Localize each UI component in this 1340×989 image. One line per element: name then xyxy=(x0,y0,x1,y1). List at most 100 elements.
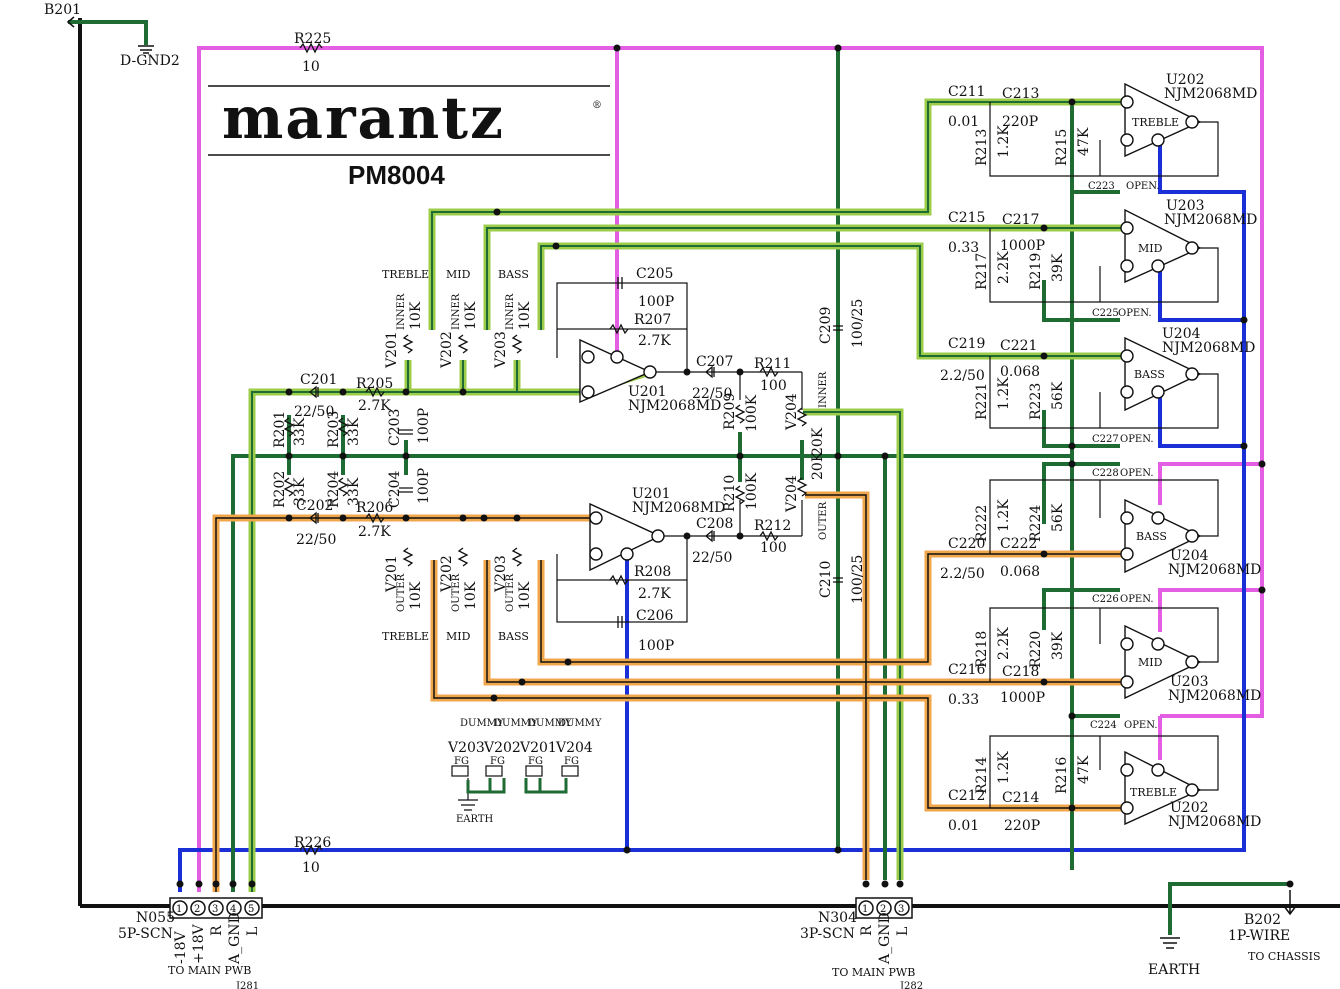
junction-dots xyxy=(176,44,1294,888)
v204-inner-symbol xyxy=(796,407,808,427)
rb3-cxv: OPEN. xyxy=(1120,434,1154,445)
rb6-cx: C224 xyxy=(1090,720,1117,731)
vol-lower-val-3: 10K xyxy=(517,581,533,610)
vol-upper-val-3: 10K xyxy=(517,301,533,330)
rb4-cx: C228 xyxy=(1092,468,1119,479)
r210-label: R210 xyxy=(722,475,738,512)
dummy-labels: DUMMY DUMMY DUMMY DUMMY V203 V202 V201 V… xyxy=(447,718,602,825)
rb5-c2: C218 xyxy=(1002,664,1039,680)
c206-symbol xyxy=(617,616,623,628)
rb6-r1: R214 xyxy=(974,757,990,794)
rb2-r2v: 39K xyxy=(1050,253,1066,282)
dummy-label-1: DUMMY xyxy=(460,718,504,729)
rb4-u: U204 xyxy=(1170,548,1209,564)
dummy-label-2: DUMMY xyxy=(494,718,538,729)
r205-value: 2.7K xyxy=(358,398,391,414)
vol-lower-ref-2: V202 xyxy=(439,555,455,593)
r210-value: 100K xyxy=(744,472,760,510)
r204-label: R204 xyxy=(326,471,342,508)
dgnd2-label: D-GND2 xyxy=(120,53,180,69)
rb5-r1v: 2.2K xyxy=(996,627,1012,660)
r203-symbol xyxy=(337,417,349,437)
rb2-r1v: 2.2K xyxy=(996,251,1012,284)
v204-outer-symbol xyxy=(796,477,808,497)
b202-ref: B202 xyxy=(1244,912,1281,928)
vol-upper-ref-2: V202 xyxy=(439,331,455,369)
c208-value: 22/50 xyxy=(692,550,732,566)
center-labels: C201 22/50 R205 2.7K R201 33K R203 33K C… xyxy=(272,266,866,654)
rb6-part: NJM2068MD xyxy=(1168,814,1261,830)
rb4-c1v: 2.2/50 xyxy=(940,566,985,582)
c208-symbol xyxy=(704,529,715,543)
rb5-part: NJM2068MD xyxy=(1168,688,1261,704)
u201-upper-opamp xyxy=(579,338,657,404)
rb6-c2v: 220P xyxy=(1004,818,1040,834)
r225-label: R225 xyxy=(294,31,331,47)
u201-upper-part: NJM2068MD xyxy=(628,398,721,414)
right-block-4: C220 2.2/50 C222 0.068 R222 1.2K R224 56… xyxy=(940,468,1261,582)
v201-inner-symbol xyxy=(402,334,414,354)
rb3-r1: R221 xyxy=(974,383,990,420)
r211-symbol xyxy=(759,366,779,378)
rb6-r2: R216 xyxy=(1054,757,1070,794)
rb6-c1v: 0.01 xyxy=(948,818,979,834)
c209-label: C209 xyxy=(818,307,834,344)
n304-pin-name-3: L xyxy=(895,927,911,936)
rb4-r1: R222 xyxy=(974,505,990,542)
rb1-r2v: 47K xyxy=(1076,127,1092,156)
n055-dest: TO MAIN PWB xyxy=(168,964,251,977)
r204-value: 33K xyxy=(346,477,362,506)
n304-frag: J282 xyxy=(899,981,923,989)
r208-label: R208 xyxy=(634,564,671,580)
n304-ref: N304 xyxy=(818,910,857,926)
r226-label: R226 xyxy=(294,835,331,851)
rb1-c1v: 0.01 xyxy=(948,114,979,130)
n055-pin-name-4: A_GND xyxy=(227,912,243,965)
n304-pin-1: 1 xyxy=(862,904,868,915)
rb1-name: TREBLE xyxy=(1132,116,1179,129)
rb2-c2: C217 xyxy=(1002,212,1039,228)
c201-value: 22/50 xyxy=(294,404,334,420)
rb6-u: U202 xyxy=(1170,800,1209,816)
dummy-earth-label: EARTH xyxy=(456,814,494,825)
dummy-ref-4: V204 xyxy=(555,740,593,756)
brand-logo: marantz ® PM8004 xyxy=(208,84,610,190)
ground-icon xyxy=(138,45,154,54)
rb5-name: MID xyxy=(1138,656,1163,669)
u201-upper-ref: U201 xyxy=(628,384,667,400)
rb2-cx: C225 xyxy=(1092,308,1119,319)
rb3-c2v: 0.068 xyxy=(1000,364,1040,380)
labels-top-left: R225 10 R226 10 xyxy=(294,31,331,876)
n055-frag: J281 xyxy=(235,981,259,989)
rb3-r2: R223 xyxy=(1028,383,1044,420)
rb4-r2v: 56K xyxy=(1050,503,1066,532)
r201-value: 33K xyxy=(292,417,308,446)
u201-lower-part: NJM2068MD xyxy=(632,500,725,516)
c210-label: C210 xyxy=(818,561,834,598)
n055-pin-3: 3 xyxy=(212,904,218,915)
vol-lower-name-3: BASS xyxy=(498,630,529,643)
rb1-r1v: 1.2K xyxy=(996,125,1012,158)
c201-symbol xyxy=(308,385,319,399)
n055-pin-name-1: -18V xyxy=(173,930,189,964)
r209-label: R209 xyxy=(722,393,738,430)
vol-lower-ref-3: V203 xyxy=(493,555,509,593)
c209-symbol xyxy=(833,325,843,331)
c204-symbol xyxy=(399,487,413,493)
rb4-c2v: 0.068 xyxy=(1000,564,1040,580)
vol-lower-name-2: MID xyxy=(446,630,471,643)
rb1-u: U202 xyxy=(1166,72,1205,88)
rb5-r1: R218 xyxy=(974,631,990,668)
n304-pin-name-2: A_GND xyxy=(877,912,893,965)
r206-label: R206 xyxy=(356,500,393,516)
dummy-block xyxy=(451,765,579,811)
n055-labels: N055 5P-SCN 1 2 3 4 5 -18V +18V R A_GND … xyxy=(118,904,261,989)
n304-labels: N304 3P-SCN 1 2 3 R A_GND L TO MAIN PWB … xyxy=(800,904,923,989)
c203-label: C203 xyxy=(387,409,403,446)
rb1-r1: R213 xyxy=(974,129,990,166)
n055-type: 5P-SCN xyxy=(118,926,173,942)
n304-pin-3: 3 xyxy=(898,904,904,915)
c201-label: C201 xyxy=(300,372,337,388)
c202-label: C202 xyxy=(296,498,333,514)
rb3-r1v: 1.2K xyxy=(996,377,1012,410)
